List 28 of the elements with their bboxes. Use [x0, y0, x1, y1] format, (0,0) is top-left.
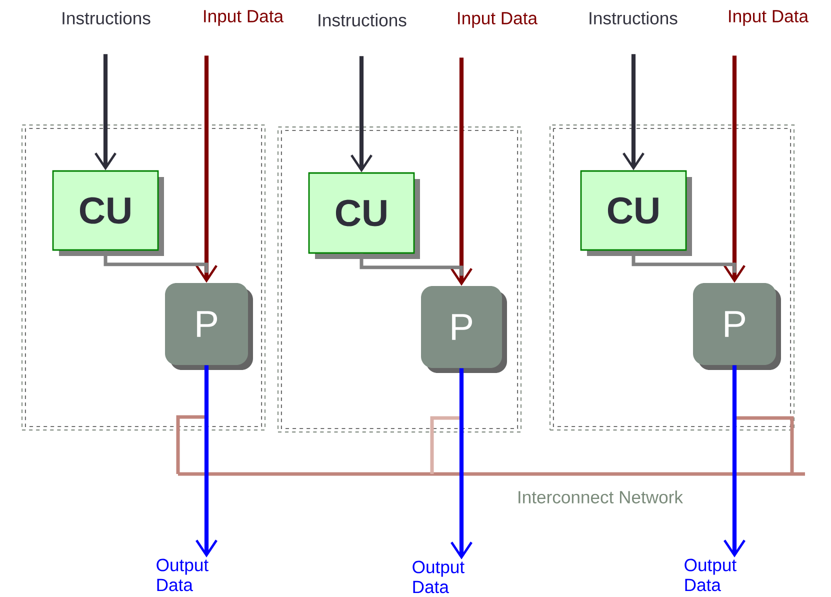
dashed-box: [549, 124, 795, 431]
arrow: [196, 365, 218, 558]
control-unit-box: CU: [308, 172, 420, 259]
arrow: [450, 368, 472, 560]
arrow: [724, 365, 746, 558]
label: Input Data: [458, 12, 538, 28]
processor-box: P: [165, 283, 253, 370]
label: Input Data: [729, 10, 809, 26]
dashed-box: [277, 126, 522, 433]
processor-box: P: [693, 283, 781, 370]
label: Input Data: [204, 10, 284, 26]
label: Instructions: [62, 12, 150, 24]
label: Instructions: [590, 12, 678, 24]
arrow: [196, 56, 218, 283]
label: Output Data: [684, 558, 736, 592]
dashed-box: [21, 124, 266, 431]
arrow: [350, 56, 372, 172]
control-unit-box: CU: [52, 170, 164, 256]
arrow: [622, 54, 644, 170]
label: Output Data: [156, 558, 208, 592]
label: Output Data: [412, 560, 464, 594]
arrow: [450, 58, 472, 286]
label: Instructions: [318, 14, 406, 26]
arrow: [94, 54, 116, 170]
arrow: [724, 56, 746, 283]
network-label: Interconnect Network: [518, 490, 683, 504]
processor-box: P: [421, 286, 507, 373]
control-unit-box: CU: [580, 170, 692, 256]
